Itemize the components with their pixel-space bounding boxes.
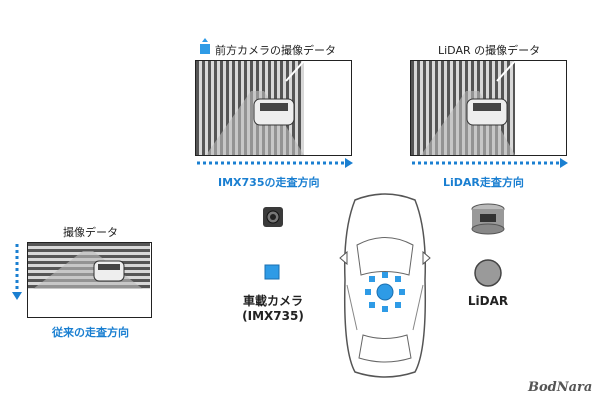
conventional-scene [28, 243, 150, 289]
front-camera-scene [196, 61, 305, 155]
front-camera-scan-arrow [197, 158, 353, 168]
lidar-scene [411, 61, 516, 155]
conventional-direction-label: 従来の走査方向 [52, 326, 129, 339]
lidar-unit-icon [471, 203, 505, 235]
camera-label: 車載カメラ (IMX735) [242, 294, 304, 323]
front-camera-direction-label: IMX735の走査方向 [218, 176, 320, 189]
lidar-image [410, 60, 567, 156]
lidar-label: LiDAR [467, 294, 509, 308]
camera-legend-icon [264, 264, 280, 280]
conventional-panel-title: 撮像データ [63, 226, 118, 239]
conventional-scan-arrow [12, 244, 22, 300]
camera-module-icon [263, 207, 283, 227]
lidar-legend-icon [474, 259, 502, 287]
conventional-image [27, 242, 152, 318]
front-camera-title: 前方カメラの撮像データ [215, 44, 336, 57]
lidar-direction-label: LiDAR走査方向 [443, 176, 524, 189]
front-camera-image [195, 60, 352, 156]
lidar-scan-arrow [412, 158, 568, 168]
watermark-logo: BodNara [528, 380, 593, 395]
sensor-array-icon [365, 272, 405, 312]
lidar-panel-title: LiDAR の撮像データ [438, 44, 541, 57]
camera-legend-square-icon [200, 38, 210, 54]
